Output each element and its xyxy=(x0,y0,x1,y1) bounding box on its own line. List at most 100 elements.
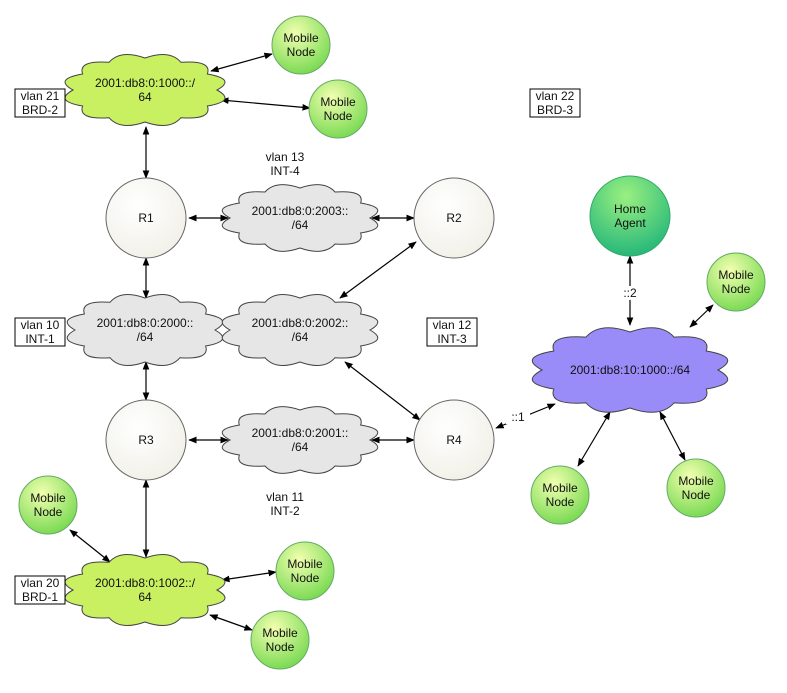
mobile-node-label: Node xyxy=(546,495,575,509)
network-cloud-c10: 2001:db8:10:1000::/64 xyxy=(531,327,729,413)
home-agent-circle xyxy=(589,175,671,257)
cloud-prefix-label: 64 xyxy=(138,90,152,104)
cloud-prefix-label: /64 xyxy=(137,330,154,344)
link-line xyxy=(577,411,611,467)
cloud-prefix-label: 2001:db8:0:1002::/ xyxy=(95,576,196,590)
mobile-node-label: Node xyxy=(291,571,320,585)
vlan-label-text: INT-3 xyxy=(437,332,467,346)
cloud-prefix-label: 2001:db8:0:2002:: xyxy=(252,316,349,330)
vlan-box-border xyxy=(14,317,66,347)
mobile-node-label: Mobile xyxy=(287,557,323,571)
network-cloud-c2003: 2001:db8:0:2003::/64 xyxy=(221,184,379,252)
mobile-node-circle xyxy=(308,79,368,139)
vlan-box-border xyxy=(529,88,581,118)
router-circle xyxy=(105,399,187,481)
vlan-label-text: INT-1 xyxy=(25,332,55,346)
link-line xyxy=(659,411,686,461)
cloud-prefix-label: /64 xyxy=(292,440,309,454)
link-line xyxy=(69,529,111,563)
mobile-node-label: Mobile xyxy=(320,95,356,109)
vlan-box-border xyxy=(14,88,66,118)
link-label-bg xyxy=(618,286,642,300)
vlan-label-text: BRD-3 xyxy=(537,103,573,117)
vlan-label-text: vlan 10 xyxy=(21,318,60,332)
vlan-box-border xyxy=(426,317,478,347)
cloud-shape xyxy=(64,53,226,127)
mobile-node-circle xyxy=(706,252,766,312)
router-label: R3 xyxy=(138,433,154,447)
vlan-label-text: BRD-1 xyxy=(22,590,58,604)
mobile-node-label: Node xyxy=(722,282,751,296)
link-line xyxy=(221,569,277,583)
link-line xyxy=(209,614,253,631)
mobile-node-circle xyxy=(271,15,331,75)
link-label-bg xyxy=(506,410,530,424)
mobile-node-label: Node xyxy=(324,109,353,123)
link-labels-layer: ::2::1 xyxy=(506,286,642,424)
network-cloud-c2002: 2001:db8:0:2002::/64 xyxy=(221,293,379,367)
cloud-prefix-label: 2001:db8:0:1000::/ xyxy=(95,76,196,90)
mobile-node-circle xyxy=(250,610,310,670)
mobile-node-circle xyxy=(530,465,590,525)
mobile-node-label: Mobile xyxy=(283,31,319,45)
network-cloud-c1000: 2001:db8:0:1000::/64 xyxy=(64,53,226,127)
network-cloud-c2001: 2001:db8:0:2001::/64 xyxy=(221,406,379,474)
router-label: R1 xyxy=(138,211,154,225)
vlan-label-text: INT-4 xyxy=(270,164,300,178)
cloud-shape xyxy=(66,293,224,367)
router-circle xyxy=(413,399,495,481)
cloud-shape xyxy=(531,327,729,413)
vlan-label-text: vlan 21 xyxy=(21,89,60,103)
router-label: R2 xyxy=(446,211,462,225)
mobile-node-circle xyxy=(666,458,726,518)
router-r1: R1 xyxy=(105,177,187,259)
network-cloud-c2000: 2001:db8:0:2000::/64 xyxy=(66,293,224,367)
link-line xyxy=(339,241,417,299)
mobile-node-label: Mobile xyxy=(262,626,298,640)
cloud-prefix-label: 2001:db8:0:2000:: xyxy=(97,316,194,330)
vlan-label-text: vlan 11 xyxy=(266,490,304,504)
mobile-node-label: Mobile xyxy=(718,268,754,282)
cloud-prefix-label: 64 xyxy=(138,590,152,604)
link-address-label: ::1 xyxy=(511,410,525,424)
home-agent-label: Home xyxy=(614,202,646,216)
router-label: R4 xyxy=(446,433,462,447)
mobile-node-label: Mobile xyxy=(678,474,714,488)
cloud-prefix-label: 2001:db8:0:2003:: xyxy=(252,204,349,218)
cloud-prefix-label: 2001:db8:10:1000::/64 xyxy=(570,363,690,377)
link-line xyxy=(220,97,311,111)
router-r3: R3 xyxy=(105,399,187,481)
cloud-prefix-label: 2001:db8:0:2001:: xyxy=(252,426,349,440)
mobile-node-label: Node xyxy=(34,505,63,519)
network-cloud-c1002: 2001:db8:0:1002::/64 xyxy=(64,553,226,627)
link-line xyxy=(344,361,421,421)
mobile-node-label: Mobile xyxy=(542,481,578,495)
router-r2: R2 xyxy=(413,177,495,259)
link-line xyxy=(689,304,714,328)
home-agent-label: Agent xyxy=(614,216,646,230)
cloud-shape xyxy=(221,406,379,474)
mobile-node-label: Node xyxy=(682,488,711,502)
cloud-shape xyxy=(221,293,379,367)
cloud-shape xyxy=(64,553,226,627)
vlan-box-border xyxy=(14,575,66,605)
vlan-label-text: vlan 20 xyxy=(21,576,60,590)
